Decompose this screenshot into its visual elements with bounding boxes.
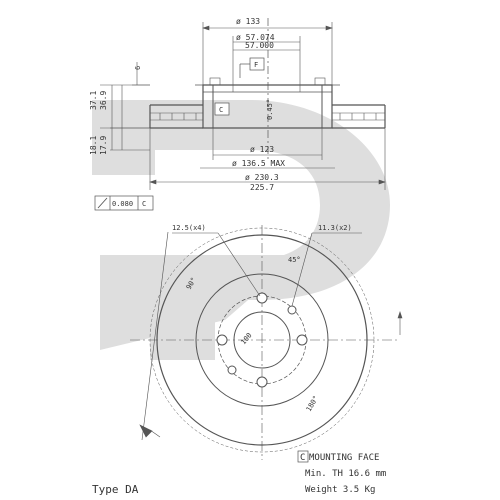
dim-bore-max: ø 57.074 [236, 33, 275, 42]
runout-tolerance [94, 195, 154, 211]
type-label: Type DA [92, 483, 139, 496]
face-c-label: C [219, 106, 223, 114]
min-thickness: Min. TH 16.6 mm [305, 469, 386, 479]
dim-small-left: 6 [134, 66, 142, 70]
hole-leaders [139, 231, 403, 441]
face-c-box [214, 102, 230, 116]
callout-large-holes: 12.5(x4) [172, 224, 206, 232]
datum-f-label: F [254, 61, 258, 69]
footer-face-label: C [300, 453, 305, 463]
runout-value: 0.080 [112, 200, 133, 208]
dim-height-min: 36.9 [99, 91, 108, 110]
small-left-dim [132, 62, 150, 86]
section-view [149, 18, 386, 160]
left-height-dims [100, 84, 150, 151]
angle-text: 0.45° [266, 99, 274, 120]
runout-datum: C [142, 200, 146, 208]
section-bottom-dimensions [149, 128, 386, 190]
pcd-label: 100 [239, 331, 253, 346]
bolt-holes [216, 292, 308, 388]
footer-face-box [297, 450, 309, 463]
section-top-dimensions [202, 22, 333, 92]
callout-small-holes: 11.3(x2) [318, 224, 352, 232]
dim-pad-max: ø 136.5 MAX [232, 159, 285, 168]
mounting-face-label: MOUNTING FACE [309, 453, 379, 463]
angle-180: 180° [305, 394, 320, 413]
dim-hat-diameter: ø 133 [236, 17, 260, 26]
dim-bore-min: 57.000 [245, 41, 274, 50]
dim-thickness-max: 18.1 [89, 136, 98, 155]
dim-outer-max: ø 230.3 [245, 173, 279, 182]
dim-hat-inner: ø 123 [250, 145, 274, 154]
dim-thickness-min: 17.9 [99, 136, 108, 155]
datum-f-marker [239, 57, 265, 78]
weight: Weight 3.5 Kg [305, 485, 375, 495]
dim-height-max: 37.1 [89, 91, 98, 110]
dim-outer-min: 225.7 [250, 183, 274, 192]
front-view [130, 225, 400, 460]
angle-45: 45° [288, 256, 301, 264]
